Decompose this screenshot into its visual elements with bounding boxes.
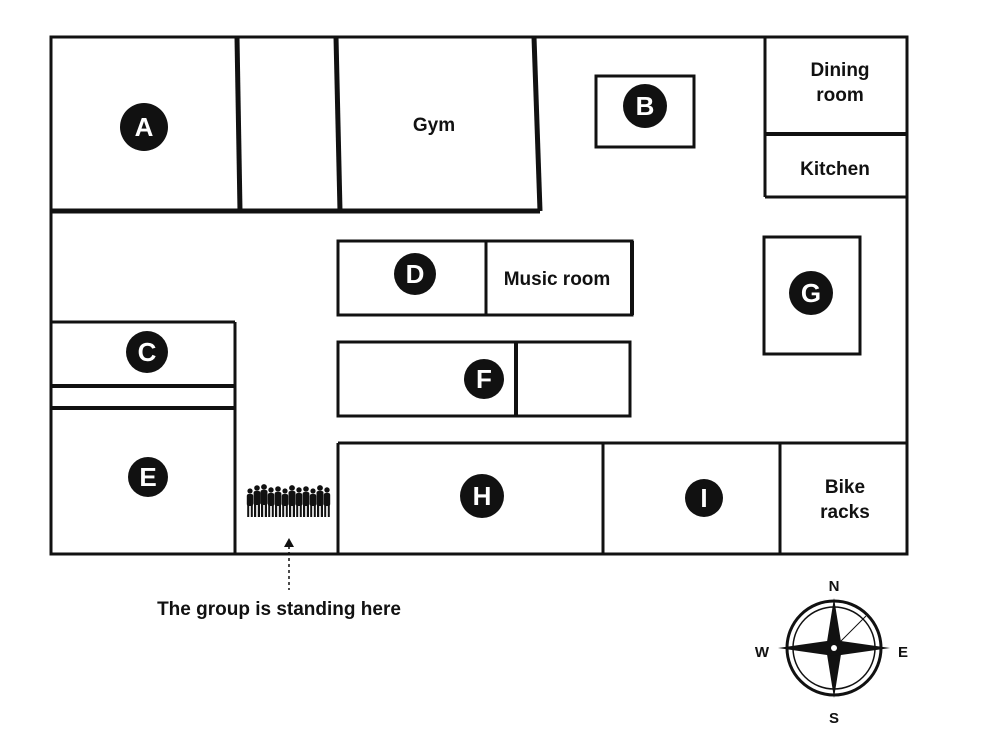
- room-i-badge: I: [685, 479, 723, 517]
- wall-a-right: [234, 36, 243, 212]
- room-f-badge: F: [464, 359, 504, 399]
- wall-gym-left: [333, 36, 343, 212]
- compass-west-label: W: [755, 644, 770, 661]
- room-e-label: E: [139, 462, 156, 492]
- group-of-people-icon: [246, 484, 331, 517]
- pointer-arrow: [284, 538, 294, 590]
- room-b-badge: B: [623, 84, 667, 128]
- compass-needle-icon: [778, 598, 890, 698]
- room-i-label: I: [700, 483, 707, 513]
- room-b-label: B: [636, 91, 655, 121]
- room-a-label: A: [135, 112, 154, 142]
- building-outline: [49, 35, 909, 556]
- gym-label: Gym: [413, 115, 455, 136]
- room-a-badge: A: [120, 103, 168, 151]
- dining-room-label-line2: room: [816, 85, 864, 106]
- room-h-badge: H: [460, 474, 504, 518]
- room-c-label: C: [138, 337, 157, 367]
- kitchen-label: Kitchen: [800, 159, 870, 180]
- music-room-label: Music room: [504, 269, 611, 290]
- room-f-outline: [336, 340, 632, 418]
- compass-south-label: S: [829, 710, 839, 727]
- room-e-badge: E: [128, 457, 168, 497]
- dining-room-label-line1: Dining: [810, 60, 869, 81]
- room-h-label: H: [473, 481, 492, 511]
- room-b-outline: [594, 74, 696, 149]
- room-g-label: G: [801, 278, 821, 308]
- wall-gym-right: [531, 36, 543, 212]
- bike-racks-label-line2: racks: [820, 502, 870, 523]
- room-c-badge: C: [126, 331, 168, 373]
- bike-racks-label-line1: Bike: [825, 477, 865, 498]
- compass-north-label: N: [829, 578, 840, 595]
- compass-rose: N S E W: [755, 578, 908, 727]
- group-location-caption: The group is standing here: [157, 599, 401, 620]
- room-f-label: F: [476, 364, 492, 394]
- room-d-label: D: [406, 259, 425, 289]
- compass-east-label: E: [898, 644, 908, 661]
- room-g-badge: G: [789, 271, 833, 315]
- room-d-badge: D: [394, 253, 436, 295]
- room-g-outline: [762, 235, 862, 356]
